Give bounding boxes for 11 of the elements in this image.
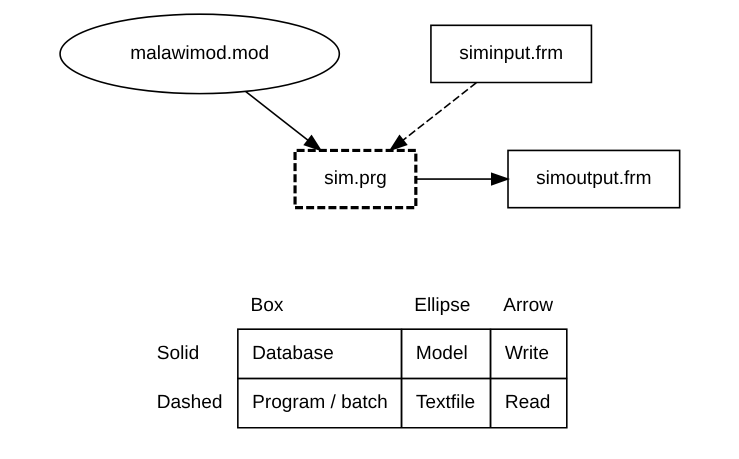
label: Read — [504, 392, 550, 414]
label: Program / batch — [252, 392, 388, 414]
label: Textfile — [415, 392, 475, 414]
label: Box — [250, 295, 283, 316]
label: Solid — [156, 342, 199, 364]
label: Arrow — [502, 295, 553, 316]
label: Database — [252, 342, 334, 364]
label: Ellipse — [414, 295, 470, 316]
label: Model — [415, 342, 468, 364]
label: Write — [504, 342, 548, 364]
label: Dashed — [156, 392, 222, 414]
